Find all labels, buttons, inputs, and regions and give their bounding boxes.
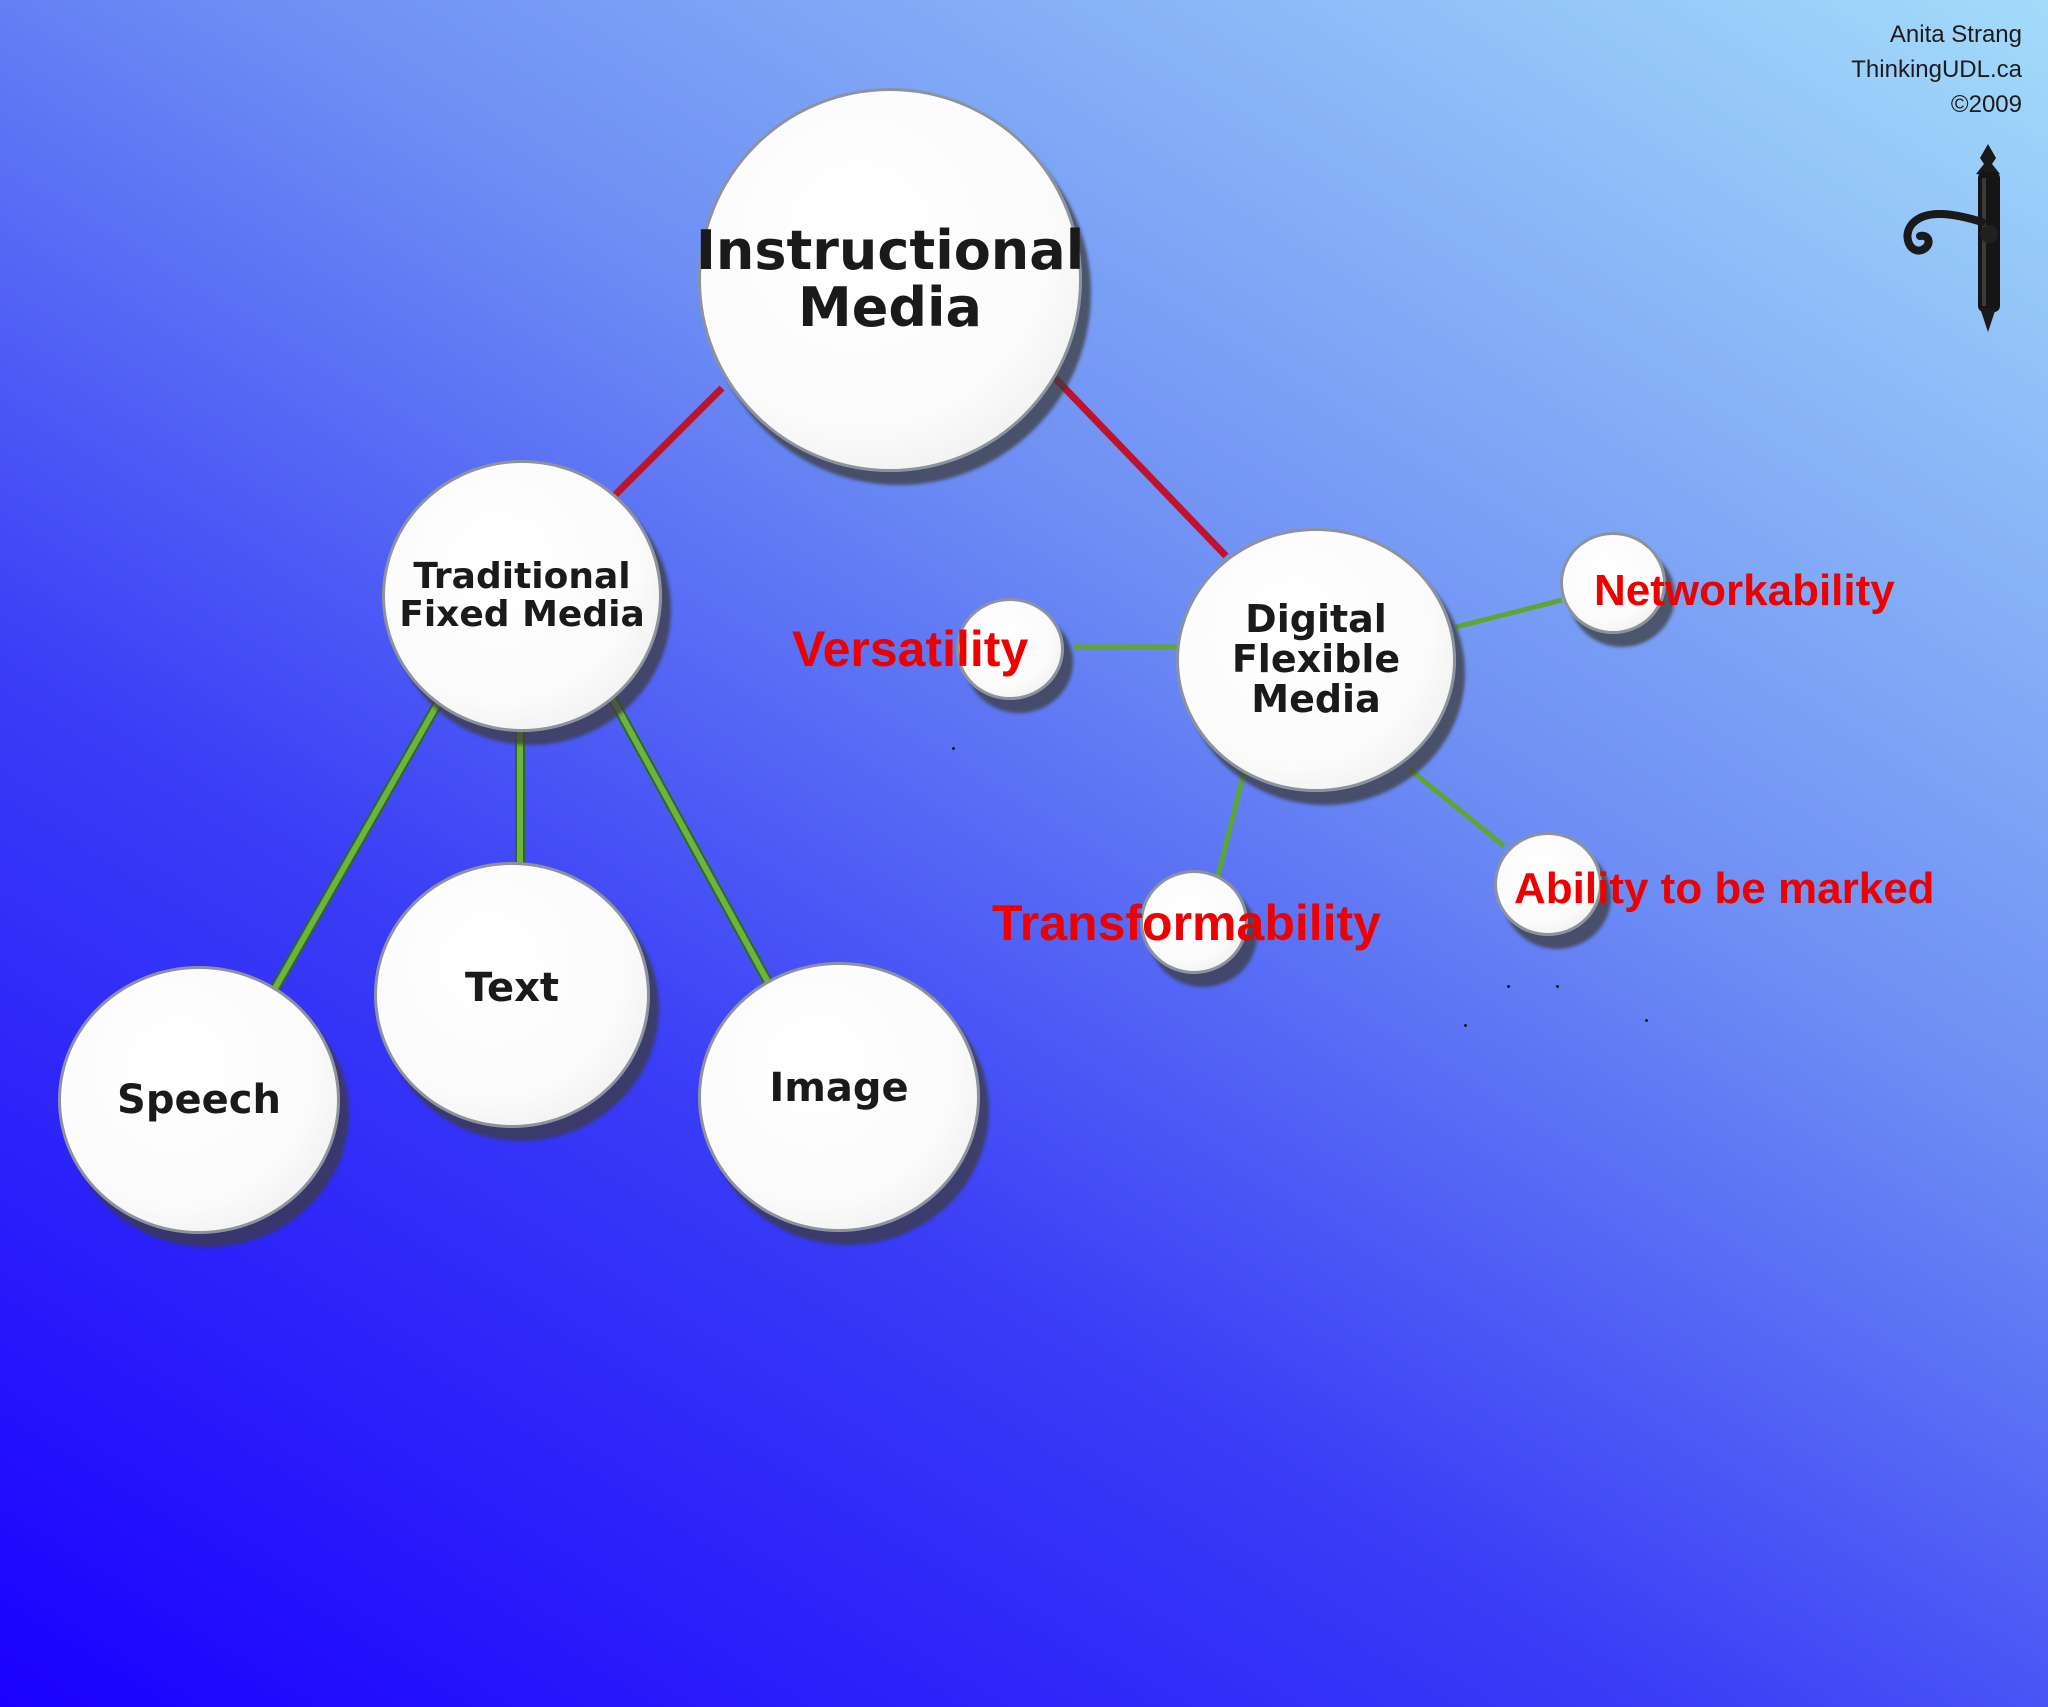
label-transformability: Transformability <box>992 895 1381 951</box>
node-text-label: Text <box>464 965 560 1011</box>
node-digital-label: Digital Flexible Media <box>1231 597 1401 721</box>
link-root-digital <box>1052 375 1229 559</box>
credit-author: Anita Strang <box>1889 21 2022 48</box>
node-instructional-media-label: Instructional Media <box>695 219 1085 339</box>
speck <box>1556 985 1559 988</box>
speck <box>1507 985 1510 988</box>
node-transformability-bubble <box>1140 870 1248 974</box>
speck <box>1464 1024 1467 1027</box>
door-latch-icon <box>1903 144 2000 332</box>
label-networkability: Networkability <box>1594 566 1895 615</box>
author-credit: Anita Strang ThinkingUDL.ca ©2009 <box>1851 18 2022 122</box>
link-root-traditional <box>611 385 725 499</box>
node-instructional-media: Instructional Media <box>695 88 1085 472</box>
node-marked-bubble <box>1494 832 1602 936</box>
node-image: Image <box>698 962 980 1232</box>
link-digital-networkability <box>1455 597 1563 630</box>
credit-site: ThinkingUDL.ca <box>1851 55 2022 83</box>
label-versatility: Versatility <box>792 621 1029 677</box>
node-text: Text <box>374 862 650 1128</box>
node-speech-label: Speech <box>117 1077 281 1123</box>
speck <box>952 747 955 750</box>
link-digital-transformability <box>1215 771 1247 877</box>
node-speech: Speech <box>58 966 340 1234</box>
node-image-label: Image <box>769 1065 909 1111</box>
node-digital-flexible-media: Digital Flexible Media <box>1176 528 1456 792</box>
node-traditional-label: Traditional Fixed Media <box>399 556 645 635</box>
node-networkability-bubble <box>1560 532 1666 634</box>
link-digital-marked <box>1406 766 1506 848</box>
label-ability-to-be-marked: Ability to be marked <box>1514 864 1935 913</box>
credit-copyright: ©2009 <box>1950 90 2022 118</box>
node-versatility-bubble <box>956 598 1064 700</box>
link-traditional-image-highlight <box>608 694 771 984</box>
speck <box>1645 1019 1648 1022</box>
link-traditional-speech-highlight <box>271 696 444 992</box>
node-traditional-fixed-media: Traditional Fixed Media <box>382 460 662 732</box>
